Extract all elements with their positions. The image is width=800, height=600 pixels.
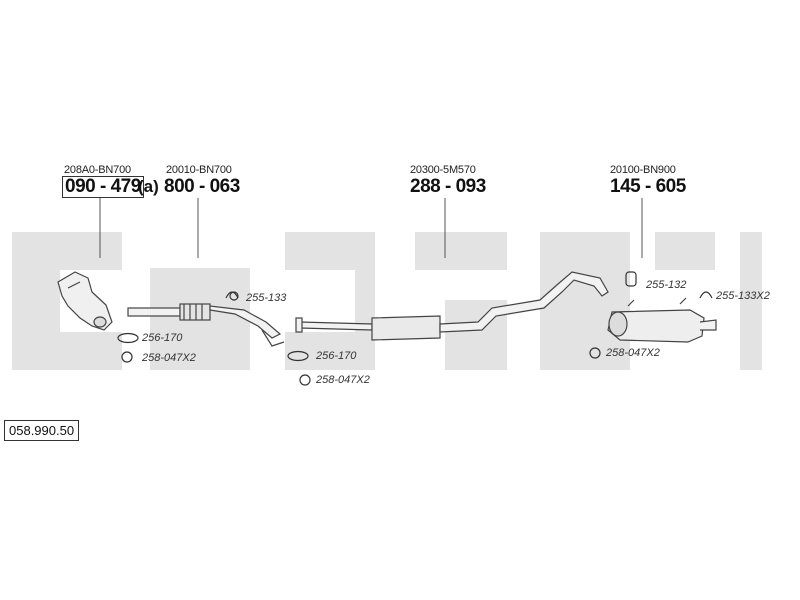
clamp-icon bbox=[299, 374, 311, 386]
fitting-label: 255-133 bbox=[246, 292, 287, 304]
fitting-label: 255-133X2 bbox=[716, 290, 770, 302]
part-number[interactable]: 145 - 605 bbox=[610, 176, 686, 197]
reference-code: 208A0-BN700 bbox=[64, 164, 131, 176]
fitting-label: 256-170 bbox=[142, 332, 183, 344]
hanger-icon bbox=[229, 291, 239, 301]
watermark bbox=[12, 232, 762, 370]
rear-silencer bbox=[607, 297, 717, 343]
reference-code: 20100-BN900 bbox=[610, 164, 676, 176]
gasket-icon bbox=[287, 350, 309, 362]
front-pipe bbox=[127, 303, 285, 347]
fitting-label: 258-047X2 bbox=[316, 374, 370, 386]
catalytic-converter bbox=[57, 271, 113, 331]
part-suffix: (a) bbox=[138, 177, 159, 196]
gasket-icon bbox=[117, 332, 139, 344]
mount-icon bbox=[625, 271, 637, 287]
fitting-label: 258-047X2 bbox=[606, 347, 660, 359]
part-number[interactable]: 090 - 479 bbox=[62, 176, 144, 198]
hanger-icon bbox=[699, 291, 713, 299]
reference-code: 20300-5M570 bbox=[410, 164, 476, 176]
catalog-number: 058.990.50 bbox=[4, 420, 80, 441]
fitting-label: 255-132 bbox=[646, 279, 687, 291]
intermediate-pipe bbox=[295, 271, 609, 341]
fitting-label: 256-170 bbox=[316, 350, 357, 362]
reference-code: 20010-BN700 bbox=[166, 164, 232, 176]
fitting-label: 258-047X2 bbox=[142, 352, 196, 364]
clamp-icon bbox=[589, 347, 601, 359]
part-number[interactable]: 800 - 063 bbox=[164, 176, 240, 197]
clamp-icon bbox=[121, 351, 133, 363]
part-number[interactable]: 288 - 093 bbox=[410, 176, 486, 197]
